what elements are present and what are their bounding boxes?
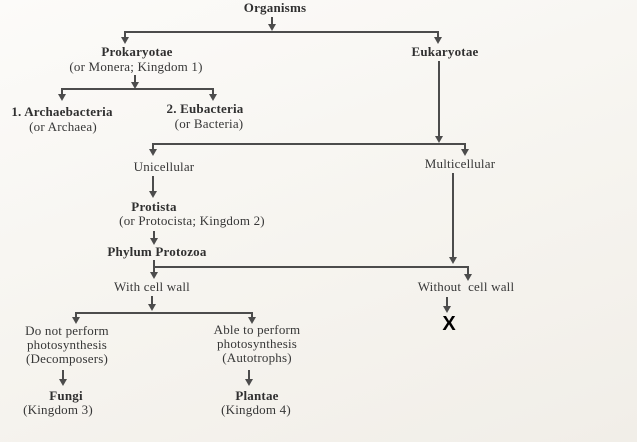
node-autotrophs: Able to perform photosynthesis (Autotrop… bbox=[213, 322, 301, 365]
node-fungi: Fungi bbox=[49, 388, 83, 403]
node-plantae-alt: (Kingdom 4) bbox=[221, 402, 291, 417]
arrow-decomposers-to-fungi bbox=[59, 370, 67, 386]
node-fungi-alt: (Kingdom 3) bbox=[23, 402, 93, 417]
arrowhead-down-icon bbox=[148, 304, 156, 311]
arrow-organisms-down bbox=[268, 17, 276, 31]
node-eukaryotae: Eukaryotae bbox=[411, 44, 479, 59]
arrowhead-down-icon bbox=[131, 82, 139, 89]
node-protista: Protista bbox=[131, 199, 177, 214]
arrowhead-down-icon bbox=[149, 149, 157, 156]
arrow-to-without-cell-wall bbox=[464, 266, 472, 281]
arrowhead-down-icon bbox=[461, 149, 469, 156]
node-with-cell-wall: With cell wall bbox=[114, 279, 190, 294]
arrow-to-with-cell-wall bbox=[150, 260, 158, 279]
branch-line-photosynthesis bbox=[76, 312, 252, 314]
arrow-to-autotrophs bbox=[248, 312, 256, 324]
arrowhead-down-icon bbox=[149, 191, 157, 198]
branch-line-kingdoms bbox=[125, 31, 438, 33]
arrow-to-prokaryotae bbox=[121, 31, 129, 44]
arrow-prokaryotae-down bbox=[131, 75, 139, 89]
node-unicellular: Unicellular bbox=[133, 159, 195, 174]
arrow-multicellular-down bbox=[449, 173, 457, 264]
node-eubacteria: 2. Eubacteria bbox=[166, 101, 244, 116]
arrow-to-multicellular bbox=[461, 143, 469, 156]
arrowhead-down-icon bbox=[121, 37, 129, 44]
node-prokaryotae-alt: (or Monera; Kingdom 1) bbox=[69, 59, 203, 74]
arrowhead-down-icon bbox=[443, 306, 451, 313]
arrowhead-down-icon bbox=[464, 274, 472, 281]
arrow-to-eukaryotae bbox=[434, 31, 442, 44]
arrowhead-down-icon bbox=[209, 94, 217, 101]
node-without-cell-wall: Without cell wall bbox=[417, 279, 515, 294]
branch-line-cellularity bbox=[153, 143, 465, 145]
node-decomposers: Do not perform photosynthesis (Decompose… bbox=[25, 323, 109, 366]
arrow-without-to-x bbox=[443, 297, 451, 313]
node-archaebacteria-alt: (or Archaea) bbox=[29, 119, 97, 134]
node-organisms: Organisms bbox=[243, 0, 307, 15]
branch-line-bacteria bbox=[62, 88, 213, 90]
arrowhead-down-icon bbox=[245, 379, 253, 386]
arrow-to-unicellular bbox=[149, 143, 157, 156]
arrow-to-eubacteria bbox=[209, 88, 217, 101]
arrowhead-down-icon bbox=[435, 136, 443, 143]
arrowhead-down-icon bbox=[58, 94, 66, 101]
node-phylum-protozoa: Phylum Protozoa bbox=[107, 244, 207, 259]
node-plantae: Plantae bbox=[235, 388, 279, 403]
arrow-protista-to-phylum bbox=[150, 231, 158, 245]
arrowhead-down-icon bbox=[434, 37, 442, 44]
arrow-unicellular-to-protista bbox=[149, 176, 157, 198]
arrowhead-down-icon bbox=[150, 272, 158, 279]
node-prokaryotae: Prokaryotae bbox=[101, 44, 173, 59]
arrow-with-cell-wall-down bbox=[148, 296, 156, 311]
node-protista-alt: (or Protocista; Kingdom 2) bbox=[119, 213, 265, 228]
node-archaebacteria: 1. Archaebacteria bbox=[11, 104, 113, 119]
arrow-to-decomposers bbox=[72, 312, 80, 324]
arrowhead-down-icon bbox=[268, 24, 276, 31]
arrow-autotrophs-to-plantae bbox=[245, 370, 253, 386]
arrowhead-down-icon bbox=[449, 257, 457, 264]
arrowhead-down-icon bbox=[72, 317, 80, 324]
arrowhead-down-icon bbox=[248, 317, 256, 324]
arrow-to-archaebacteria bbox=[58, 88, 66, 101]
x-mark-annotation: X bbox=[442, 313, 456, 335]
arrowhead-down-icon bbox=[150, 238, 158, 245]
arrow-eukaryotae-down bbox=[435, 61, 443, 143]
node-multicellular: Multicellular bbox=[424, 156, 496, 171]
arrowhead-down-icon bbox=[59, 379, 67, 386]
node-eubacteria-alt: (or Bacteria) bbox=[174, 116, 244, 131]
branch-line-cell-wall bbox=[154, 266, 468, 268]
